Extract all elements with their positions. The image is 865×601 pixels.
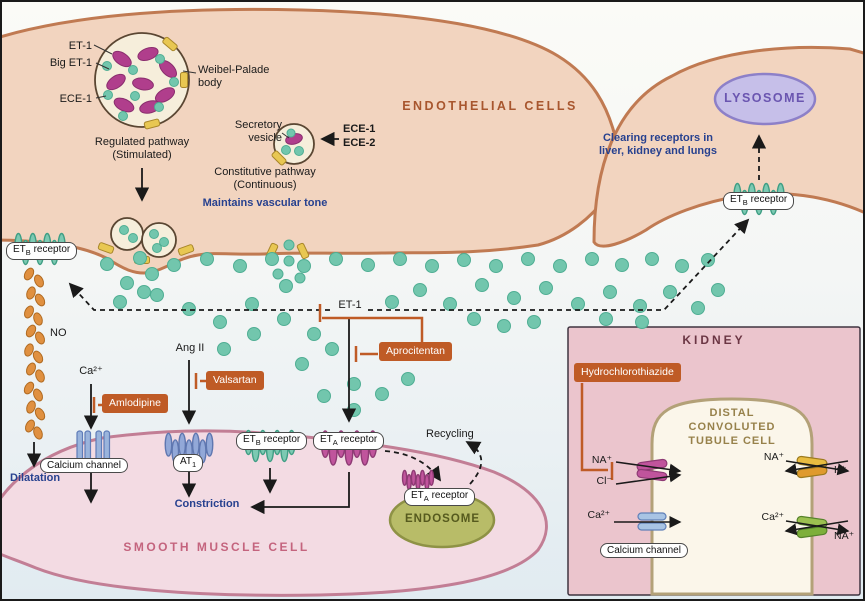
constitutive-pathway-label: Constitutive pathway (Continuous) — [214, 166, 316, 191]
label-connector-lines — [93, 44, 290, 139]
ang2-label: Ang II — [175, 342, 205, 354]
wpb-name-label: Weibel-Palade body — [198, 64, 270, 89]
recycling-label: Recycling — [426, 428, 474, 440]
hydrochlorothiazide-drug-box: Hydrochlorothiazide — [574, 363, 681, 382]
clearing-receptors-label: Clearing receptors in liver, kidney and … — [599, 132, 717, 157]
calcium-channel-icon-kidney — [637, 512, 667, 531]
drug-inhibition-lines — [92, 304, 614, 480]
at1-receptor-label: AT1 — [173, 454, 204, 472]
valsartan-drug-box: Valsartan — [206, 371, 264, 390]
tubule-cell-shape — [650, 397, 814, 596]
wpb-ece1-label: ECE-1 — [59, 93, 92, 105]
sodium-label-in: NA⁺ — [591, 454, 612, 466]
aprocitentan-drug-box: Aprocitentan — [379, 342, 452, 361]
lysosome-shape — [713, 72, 817, 126]
potassium-label: K⁺ — [834, 464, 847, 476]
ece2-label: ECE-2 — [343, 137, 376, 149]
sodium-label-pump: NA⁺ — [763, 451, 784, 463]
etb-receptor-label-left: ETB receptor — [6, 242, 78, 260]
secretory-vesicle-label: Secretory vesicle — [234, 119, 282, 144]
kidney-transport-arrows — [614, 460, 850, 536]
no-label: NO — [50, 327, 67, 339]
amlodipine-drug-box: Amlodipine — [102, 394, 168, 413]
pathway-arrows — [26, 131, 767, 515]
endosome-title: ENDOSOME — [404, 513, 481, 525]
kidney-title: KIDNEY — [682, 333, 746, 347]
no-molecule-chain — [23, 267, 46, 440]
calcium-channel-label-smc: Calcium channel — [40, 458, 128, 473]
calcium-label-exchanger: Ca²⁺ — [761, 511, 784, 523]
calcium-label-kidney-left: Ca²⁺ — [587, 509, 610, 521]
maintains-tone-label: Maintains vascular tone — [202, 197, 328, 209]
constriction-label: Constriction — [174, 498, 240, 510]
weibel-palade-body — [94, 32, 190, 130]
ece1-label: ECE-1 — [343, 123, 376, 135]
sodium-calcium-exchanger-icon — [796, 515, 828, 539]
calcium-channel-label-kidney: Calcium channel — [600, 543, 688, 558]
sodium-label-exchanger: NA⁺ — [834, 530, 855, 542]
etb-receptor-label-smc: ETB receptor — [236, 432, 308, 450]
et1-molecule-dots — [100, 54, 725, 417]
eta-receptor-icon-endosome — [401, 469, 435, 491]
dct-cell-title: DISTAL CONVOLUTED TUBULE CELL — [688, 407, 776, 447]
wpb-et1-label: ET-1 — [68, 40, 92, 52]
regulated-pathway-label: Regulated pathway (Stimulated) — [94, 136, 190, 161]
eta-receptor-label-endosome: ETA receptor — [404, 488, 476, 506]
eta-receptor-label-smc: ETA receptor — [313, 432, 385, 450]
lysosome-title: LYSOSOME — [724, 91, 806, 105]
wpb-big-et1-label: Big ET-1 — [49, 57, 92, 69]
etb-receptor-label-right: ETB receptor — [723, 192, 795, 210]
chloride-label: Cl⁻ — [596, 475, 612, 487]
dilatation-label: Dilatation — [10, 472, 61, 484]
et1-main-label: ET-1 — [338, 299, 362, 311]
smooth-muscle-cell-title: SMOOTH MUSCLE CELL — [123, 540, 310, 554]
calcium-ion-label-smc: Ca²⁺ — [79, 365, 103, 377]
smooth-muscle-cell-shape — [2, 429, 548, 597]
endothelial-cells-title: ENDOTHELIAL CELLS — [402, 99, 578, 113]
